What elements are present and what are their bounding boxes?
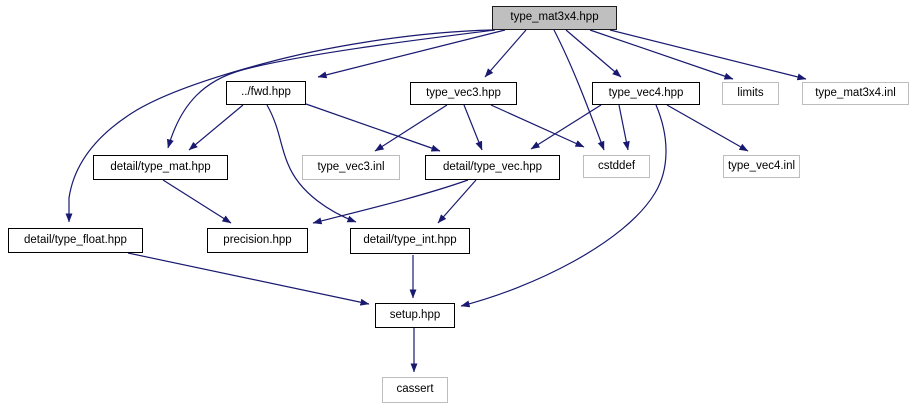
edge-vec3hpp-to-typevec — [463, 104, 483, 151]
graph-node-detail-type_mat-hpp[interactable]: detail/type_mat.hpp — [93, 155, 228, 180]
node-label: detail/type_vec.hpp — [442, 160, 543, 173]
edge-typefloat-to-setup — [127, 252, 370, 306]
edge-root-to-typemat — [166, 29, 496, 149]
node-label: type_vec3.hpp — [426, 86, 501, 99]
graph-node-fwd-hpp[interactable]: ../fwd.hpp — [226, 81, 306, 105]
edge-typemat-to-precision — [162, 179, 232, 224]
graph-node-type_vec3-inl: type_vec3.inl — [302, 155, 400, 180]
edge-vec4hpp-to-cstddef — [618, 104, 630, 151]
graph-node-setup-hpp[interactable]: setup.hpp — [375, 303, 455, 328]
edge-root-to-vec4hpp — [565, 29, 622, 78]
graph-node-type_mat3x4-hpp: type_mat3x4.hpp — [492, 6, 617, 30]
edge-root-to-vec3hpp — [484, 29, 527, 78]
edge-root-to-limits — [589, 29, 734, 80]
graph-node-cassert: cassert — [382, 377, 448, 403]
graph-node-precision-hpp[interactable]: precision.hpp — [207, 228, 308, 253]
graph-node-type_vec3-hpp[interactable]: type_vec3.hpp — [410, 82, 517, 105]
node-label: type_vec4.inl — [727, 159, 796, 172]
edge-fwd-to-typevec — [305, 103, 441, 152]
node-label: precision.hpp — [223, 233, 292, 246]
node-label: cstddef — [597, 159, 636, 172]
node-label: limits — [737, 86, 764, 99]
graph-node-type_vec4-hpp[interactable]: type_vec4.hpp — [592, 82, 700, 105]
edge-root-to-cstddef — [553, 29, 605, 151]
edge-typevec-to-precision — [312, 179, 469, 225]
node-label: detail/type_float.hpp — [24, 233, 127, 246]
edge-vec4hpp-to-typevec — [530, 104, 602, 150]
node-label: detail/type_int.hpp — [363, 234, 457, 247]
node-label: ../fwd.hpp — [241, 86, 291, 99]
graph-node-type_vec4-inl: type_vec4.inl — [723, 155, 800, 178]
edge-typevec-to-typeint — [437, 179, 477, 224]
edge-vec3hpp-to-vec3inl — [374, 104, 448, 152]
graph-node-detail-type_vec-hpp[interactable]: detail/type_vec.hpp — [425, 155, 560, 180]
node-label: type_mat3x4.hpp — [510, 11, 599, 24]
node-label: type_vec3.inl — [317, 160, 385, 173]
edge-vec3hpp-to-cstddef — [490, 104, 585, 148]
graph-node-limits: limits — [722, 82, 779, 105]
node-label: cassert — [396, 383, 434, 396]
node-label: setup.hpp — [389, 308, 441, 321]
node-label: detail/type_mat.hpp — [110, 160, 211, 173]
node-label: type_vec4.hpp — [608, 86, 684, 99]
graph-node-detail-type_float-hpp[interactable]: detail/type_float.hpp — [8, 228, 143, 253]
graph-node-detail-type_int-hpp[interactable]: detail/type_int.hpp — [350, 228, 470, 254]
edge-root-to-mat3x4inl — [609, 29, 807, 81]
edge-fwd-to-typeint — [266, 104, 357, 223]
edge-root-to-fwd — [317, 29, 506, 79]
edge-fwd-to-typemat — [188, 104, 244, 151]
node-label: type_mat3x4.inl — [815, 86, 896, 99]
edge-root-to-typefloat — [65, 29, 493, 223]
graph-node-cstddef: cstddef — [583, 155, 650, 178]
graph-node-type_mat3x4-inl: type_mat3x4.inl — [802, 82, 909, 105]
edge-vec4hpp-to-vec4inl — [666, 104, 749, 152]
edge-vec4hpp-to-setup — [460, 104, 667, 308]
